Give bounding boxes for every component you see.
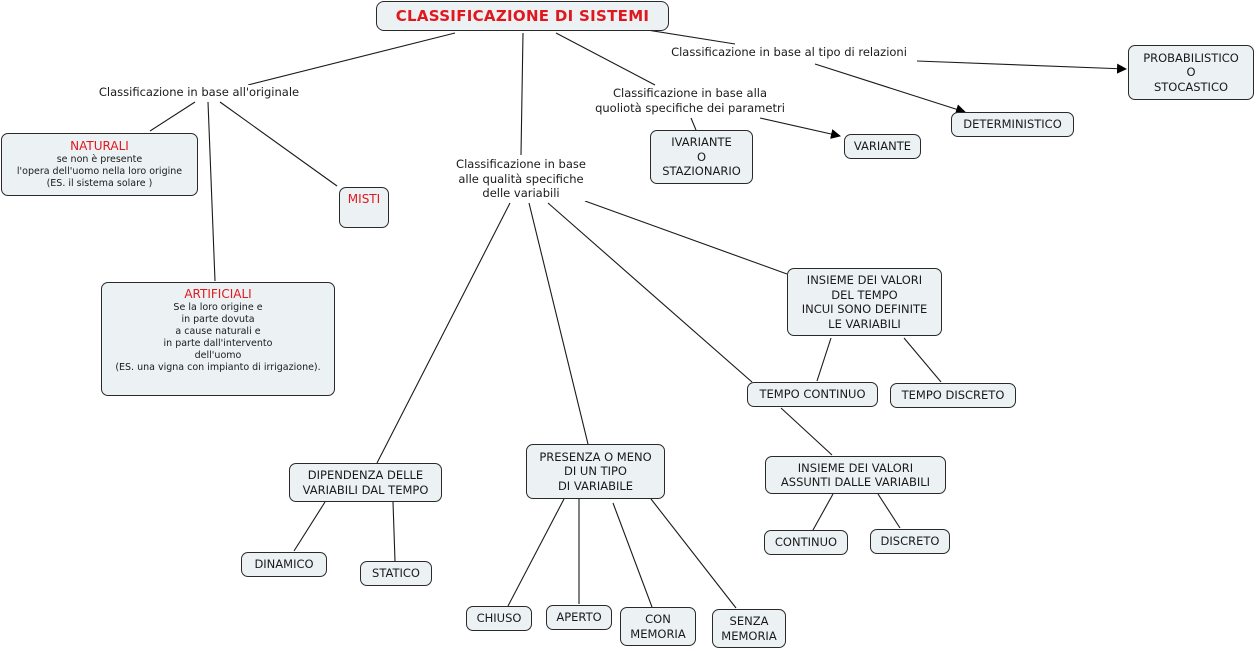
link-relazioni-deterministico <box>814 63 966 115</box>
node-senza-memoria[interactable]: SENZA MEMORIA <box>712 609 786 648</box>
node-tempo-continuo[interactable]: TEMPO CONTINUO <box>747 382 878 407</box>
node-naturali-body: se non è presente l'opera dell'uomo nell… <box>16 153 183 189</box>
link-variabili-dipendenza <box>376 202 511 464</box>
link-variabili-insieme-tempo <box>584 200 788 275</box>
link-title-variabili <box>520 32 524 156</box>
link-insieme-tempo-continuo <box>816 337 832 382</box>
node-probabilistico[interactable]: PROBABILISTICO O STOCASTICO <box>1128 45 1254 100</box>
link-parametri-ivariante <box>690 117 697 131</box>
node-chiuso[interactable]: CHIUSO <box>466 606 532 631</box>
node-misti-heading: MISTI <box>347 192 381 206</box>
node-variante[interactable]: VARIANTE <box>844 134 921 159</box>
node-presenza[interactable]: PRESENZA O MENO DI UN TIPO DI VARIABILE <box>526 444 665 499</box>
label-relazioni[interactable]: Classificazione in base al tipo di relaz… <box>660 45 918 60</box>
link-dipendenza-dinamico <box>293 501 326 552</box>
link-parametri-variante <box>759 117 841 139</box>
link-dipendenza-statico <box>392 501 396 562</box>
node-deterministico[interactable]: DETERMINISTICO <box>951 112 1074 137</box>
node-insieme-assunti[interactable]: INSIEME DEI VALORI ASSUNTI DALLE VARIABI… <box>765 456 946 494</box>
link-insieme-assunti-discreto <box>877 493 901 529</box>
map-title[interactable]: CLASSIFICAZIONE DI SISTEMI <box>376 1 669 31</box>
link-presenza-senza-memoria <box>650 498 737 609</box>
node-artificiali-heading: ARTIFICIALI <box>184 287 252 301</box>
node-statico[interactable]: STATICO <box>360 561 432 586</box>
link-presenza-con-memoria <box>612 502 653 608</box>
node-discreto[interactable]: DISCRETO <box>870 529 950 554</box>
node-aperto[interactable]: APERTO <box>546 605 612 630</box>
node-naturali[interactable]: NATURALI se non è presente l'opera dell'… <box>1 133 198 196</box>
node-misti[interactable]: MISTI <box>339 187 389 228</box>
link-insieme-assunti-continuo <box>812 493 834 531</box>
link-variabili-tempo-continuo <box>547 202 753 383</box>
link-originale-misti <box>219 101 338 187</box>
map-title-text: CLASSIFICAZIONE DI SISTEMI <box>395 7 650 25</box>
node-tempo-discreto[interactable]: TEMPO DISCRETO <box>890 383 1016 408</box>
label-originale[interactable]: Classificazione in base all'originale <box>92 85 306 100</box>
node-insieme-tempo[interactable]: INSIEME DEI VALORI DEL TEMPO INCUI SONO … <box>787 268 942 336</box>
link-variabili-presenza <box>528 202 589 445</box>
link-insieme-tempo-discreto <box>903 337 942 383</box>
link-originale-artificiali <box>207 101 216 282</box>
label-parametri[interactable]: Classificazione in base alla quoliotà sp… <box>588 86 792 115</box>
node-dinamico[interactable]: DINAMICO <box>241 552 327 577</box>
node-artificiali[interactable]: ARTIFICIALI Se la loro origine e in part… <box>101 282 335 396</box>
node-naturali-heading: NATURALI <box>70 139 129 154</box>
node-continuo[interactable]: CONTINUO <box>764 530 848 555</box>
link-title-originale <box>247 32 456 86</box>
link-relazioni-probabilistico <box>916 60 1127 74</box>
link-title-parametri <box>555 32 656 86</box>
node-artificiali-body: Se la loro origine e in parte dovuta a c… <box>115 301 321 373</box>
label-variabili[interactable]: Classificazione in base alle qualità spe… <box>446 157 596 201</box>
link-originale-naturali <box>149 101 196 132</box>
link-tempo-continuo-insieme-assunti <box>780 407 833 456</box>
node-ivariante[interactable]: IVARIANTE O STAZIONARIO <box>650 130 753 184</box>
node-con-memoria[interactable]: CON MEMORIA <box>620 607 696 646</box>
node-dipendenza[interactable]: DIPENDENZA DELLE VARIABILI DAL TEMPO <box>289 463 442 502</box>
link-presenza-chiuso <box>507 498 565 607</box>
